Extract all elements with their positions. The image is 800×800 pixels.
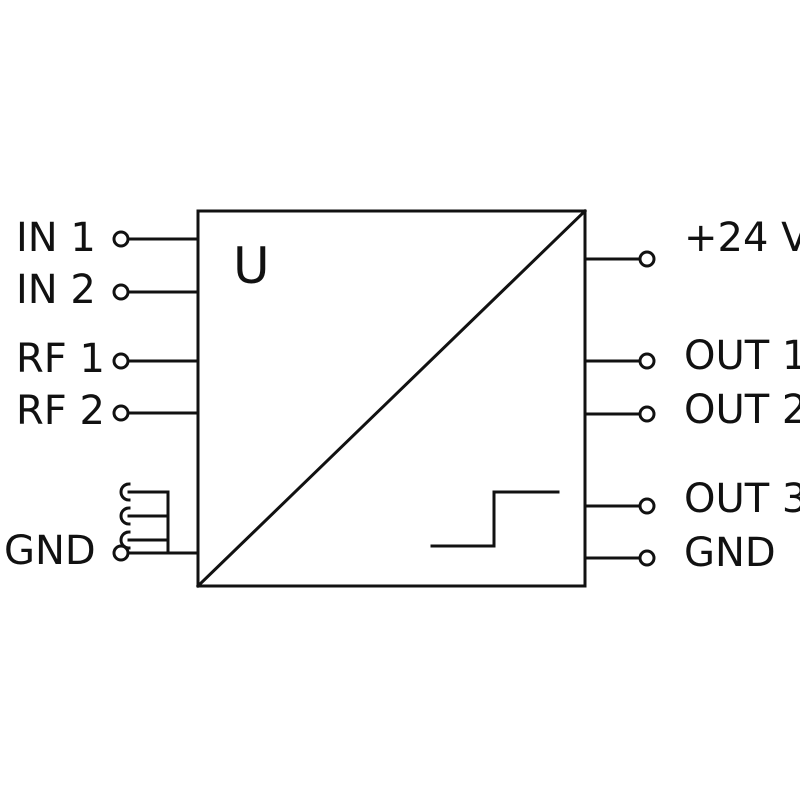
terminal-rf1 — [112, 352, 130, 370]
pin-label-rf1: RF 1 — [16, 336, 105, 382]
terminal-rf2 — [112, 404, 130, 422]
terminal-in2 — [112, 283, 130, 301]
terminal-out2 — [638, 405, 656, 423]
pin-label-in1: IN 1 — [16, 215, 96, 261]
jumper-bridge — [119, 482, 170, 555]
pin-label-out1: OUT 1 — [684, 333, 800, 379]
terminal-in1 — [112, 230, 130, 248]
terminal-gnd-right — [638, 549, 656, 567]
terminal-out1 — [638, 352, 656, 370]
pin-label-out3: OUT 3 — [684, 476, 800, 522]
pin-label-out2: OUT 2 — [684, 387, 800, 433]
pin-label-supply: +24 V — [684, 215, 800, 261]
pin-label-gnd-left: GND — [4, 528, 96, 574]
terminal-out3 — [638, 497, 656, 515]
pin-label-rf2: RF 2 — [16, 388, 105, 434]
pin-label-gnd-right: GND — [684, 530, 776, 576]
step-output-symbol — [430, 490, 560, 548]
converter-label-u: U — [233, 237, 270, 295]
pin-label-in2: IN 2 — [16, 267, 96, 313]
converter-block — [196, 209, 587, 588]
converter-diagonal — [195, 208, 588, 589]
terminal-supply — [638, 250, 656, 268]
